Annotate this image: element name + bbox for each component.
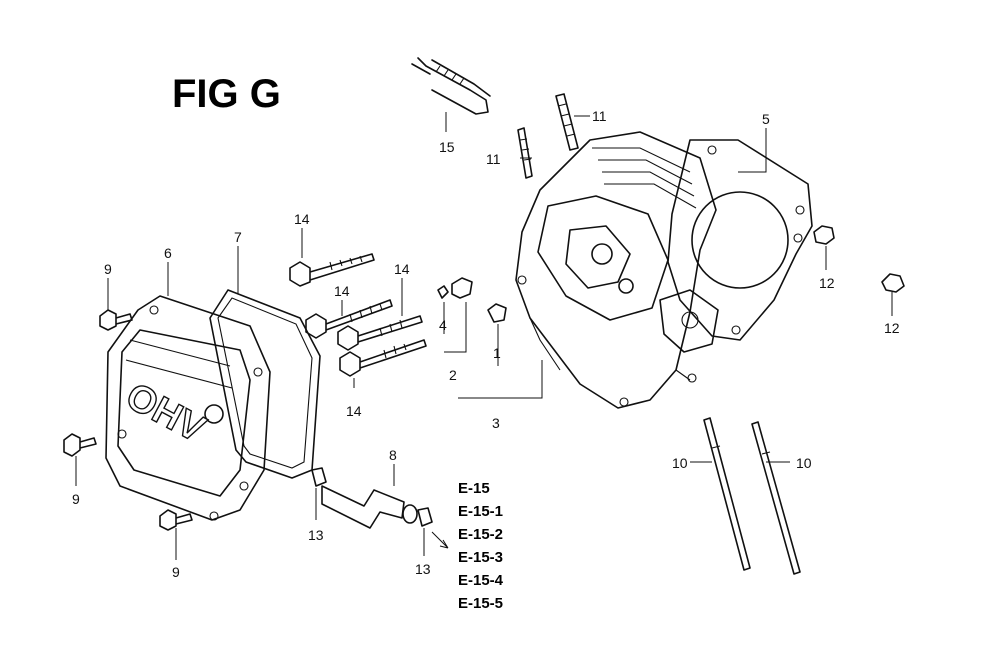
callout-11-lower: 11	[486, 151, 501, 167]
reference-code: E-15-5	[458, 595, 504, 612]
callout-14-bottom: 14	[346, 403, 362, 419]
callout-3: 3	[492, 415, 500, 431]
callout-7: 7	[234, 229, 242, 245]
plug-part	[813, 225, 905, 293]
figure-title: FIG G	[172, 72, 281, 116]
reference-code: E-15-1	[458, 503, 504, 520]
callout-6: 6	[164, 245, 172, 261]
reference-code: E-15-4	[458, 572, 504, 589]
reference-code: E-15-3	[458, 549, 504, 566]
callout-13-left: 13	[308, 527, 324, 543]
callout-9-bottom: 9	[172, 564, 180, 580]
stud-part	[517, 93, 579, 179]
callout-14-right: 14	[394, 261, 410, 277]
valve-cover-part	[105, 295, 271, 521]
callout-5: 5	[762, 111, 770, 127]
callout-14-mid: 14	[334, 283, 350, 299]
callout-8: 8	[389, 447, 397, 463]
cover-emblem: OHV	[119, 375, 212, 451]
reference-code: E-15	[458, 480, 490, 497]
callout-10-right: 10	[796, 455, 812, 471]
reference-code: E-15-2	[458, 526, 504, 543]
head-bolt-part	[289, 253, 427, 377]
hose-clip-part	[311, 467, 433, 527]
callout-12-left: 12	[819, 275, 835, 291]
spark-plug-part	[411, 57, 491, 115]
small-parts	[437, 277, 507, 323]
callout-12-right: 12	[884, 320, 900, 336]
stud-bolt-part	[703, 417, 801, 575]
callout-9-top: 9	[104, 261, 112, 277]
callout-9-left: 9	[72, 491, 80, 507]
callout-2: 2	[449, 367, 457, 383]
callout-4: 4	[439, 317, 447, 333]
callout-11-upper: 11	[592, 108, 607, 124]
callout-15: 15	[439, 139, 455, 155]
callout-13-right: 13	[415, 561, 431, 577]
cylinder-head-part	[515, 131, 719, 409]
callout-10-left: 10	[672, 455, 688, 471]
head-gasket-part	[667, 139, 813, 341]
leader-lines	[75, 112, 893, 560]
breather-tube-part	[321, 485, 418, 529]
callout-1: 1	[493, 345, 501, 361]
callout-14-top: 14	[294, 211, 310, 227]
